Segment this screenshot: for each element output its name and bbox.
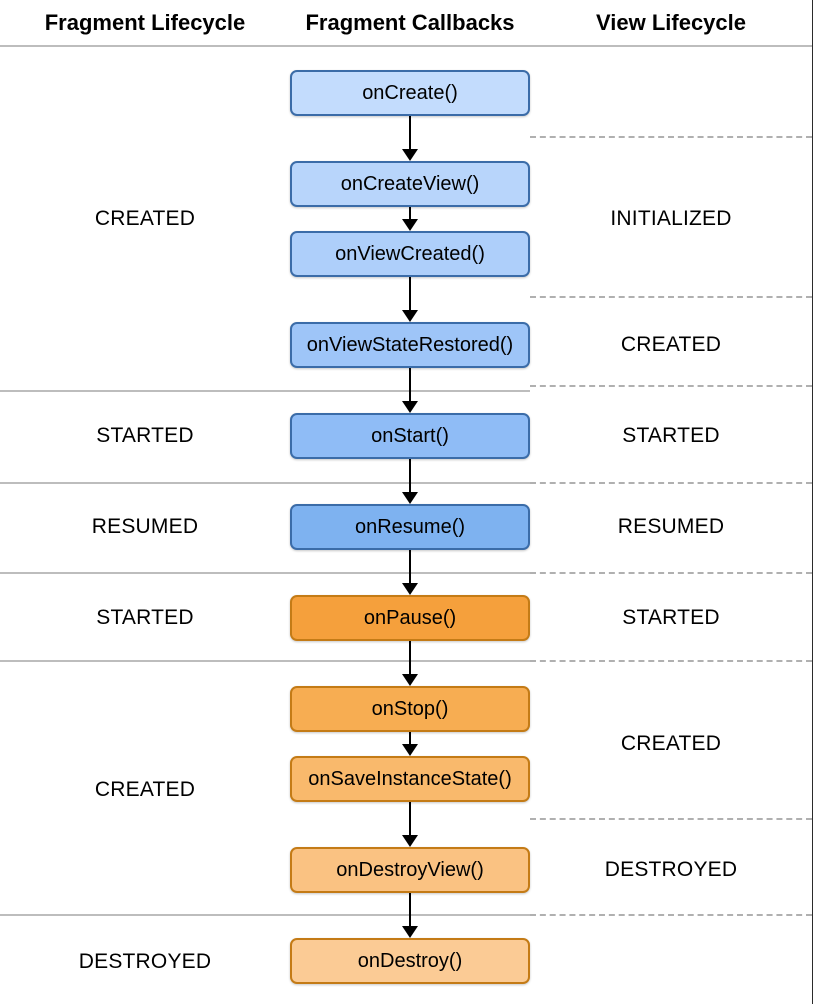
flow-arrow-head-icon [402, 219, 418, 231]
fragment-state-separator [0, 914, 530, 916]
view-state-label: CREATED [620, 333, 722, 356]
view-state-label: CREATED [620, 732, 722, 755]
callback-box-onviewcreated[interactable]: onViewCreated() [290, 231, 530, 277]
callback-box-oncreateview[interactable]: onCreateView() [290, 161, 530, 207]
callback-box-onsaveinstancestate[interactable]: onSaveInstanceState() [290, 756, 530, 802]
fragment-state-separator [0, 572, 530, 574]
flow-arrow-line [409, 893, 411, 926]
flow-arrow-head-icon [402, 835, 418, 847]
view-state-separator [530, 482, 812, 484]
column-headers: Fragment Lifecycle Fragment Callbacks Vi… [0, 0, 812, 45]
fragment-state-label: STARTED [96, 424, 194, 447]
flow-arrow-line [409, 550, 411, 583]
flow-arrow-line [409, 732, 411, 744]
fragment-state-label: STARTED [96, 606, 194, 629]
fragment-state-label: CREATED [94, 778, 196, 801]
header-divider [0, 45, 812, 47]
callback-box-onpause[interactable]: onPause() [290, 595, 530, 641]
flow-arrow-line [409, 368, 411, 401]
fragment-state-separator [0, 660, 530, 662]
view-state-separator [530, 572, 812, 574]
flow-arrow-head-icon [402, 401, 418, 413]
callback-box-onstart[interactable]: onStart() [290, 413, 530, 459]
flow-arrow-head-icon [402, 583, 418, 595]
flow-arrow-line [409, 207, 411, 219]
column-header-fragment-lifecycle: Fragment Lifecycle [44, 10, 246, 35]
flow-arrow-head-icon [402, 492, 418, 504]
fragment-state-label: DESTROYED [78, 950, 212, 973]
fragment-state-separator [0, 482, 530, 484]
callback-box-ondestroy[interactable]: onDestroy() [290, 938, 530, 984]
view-state-separator [530, 136, 812, 138]
frame-right-border [812, 0, 813, 1004]
view-state-separator [530, 296, 812, 298]
view-state-label: STARTED [622, 606, 720, 629]
column-header-view-lifecycle: View Lifecycle [595, 10, 746, 35]
callback-box-oncreate[interactable]: onCreate() [290, 70, 530, 116]
fragment-state-separator [0, 390, 530, 392]
flow-arrow-line [409, 641, 411, 674]
callback-box-onviewstaterestored[interactable]: onViewStateRestored() [290, 322, 530, 368]
fragment-state-label: RESUMED [91, 515, 199, 538]
flow-arrow-head-icon [402, 744, 418, 756]
flow-arrow-head-icon [402, 310, 418, 322]
flow-arrow-head-icon [402, 149, 418, 161]
callback-box-ondestroyview[interactable]: onDestroyView() [290, 847, 530, 893]
view-state-label: INITIALIZED [610, 207, 732, 230]
view-state-separator [530, 914, 812, 916]
callback-box-onresume[interactable]: onResume() [290, 504, 530, 550]
column-header-fragment-callbacks: Fragment Callbacks [305, 10, 515, 35]
view-state-label: RESUMED [617, 515, 725, 538]
flow-arrow-line [409, 459, 411, 492]
flow-arrow-head-icon [402, 926, 418, 938]
view-state-separator [530, 660, 812, 662]
flow-arrow-line [409, 277, 411, 310]
flow-arrow-line [409, 116, 411, 149]
fragment-state-label: CREATED [94, 207, 196, 230]
view-state-label: STARTED [622, 424, 720, 447]
view-state-separator [530, 818, 812, 820]
flow-arrow-line [409, 802, 411, 835]
callback-box-onstop[interactable]: onStop() [290, 686, 530, 732]
view-state-label: DESTROYED [604, 858, 738, 881]
view-state-separator [530, 385, 812, 387]
flow-arrow-head-icon [402, 674, 418, 686]
